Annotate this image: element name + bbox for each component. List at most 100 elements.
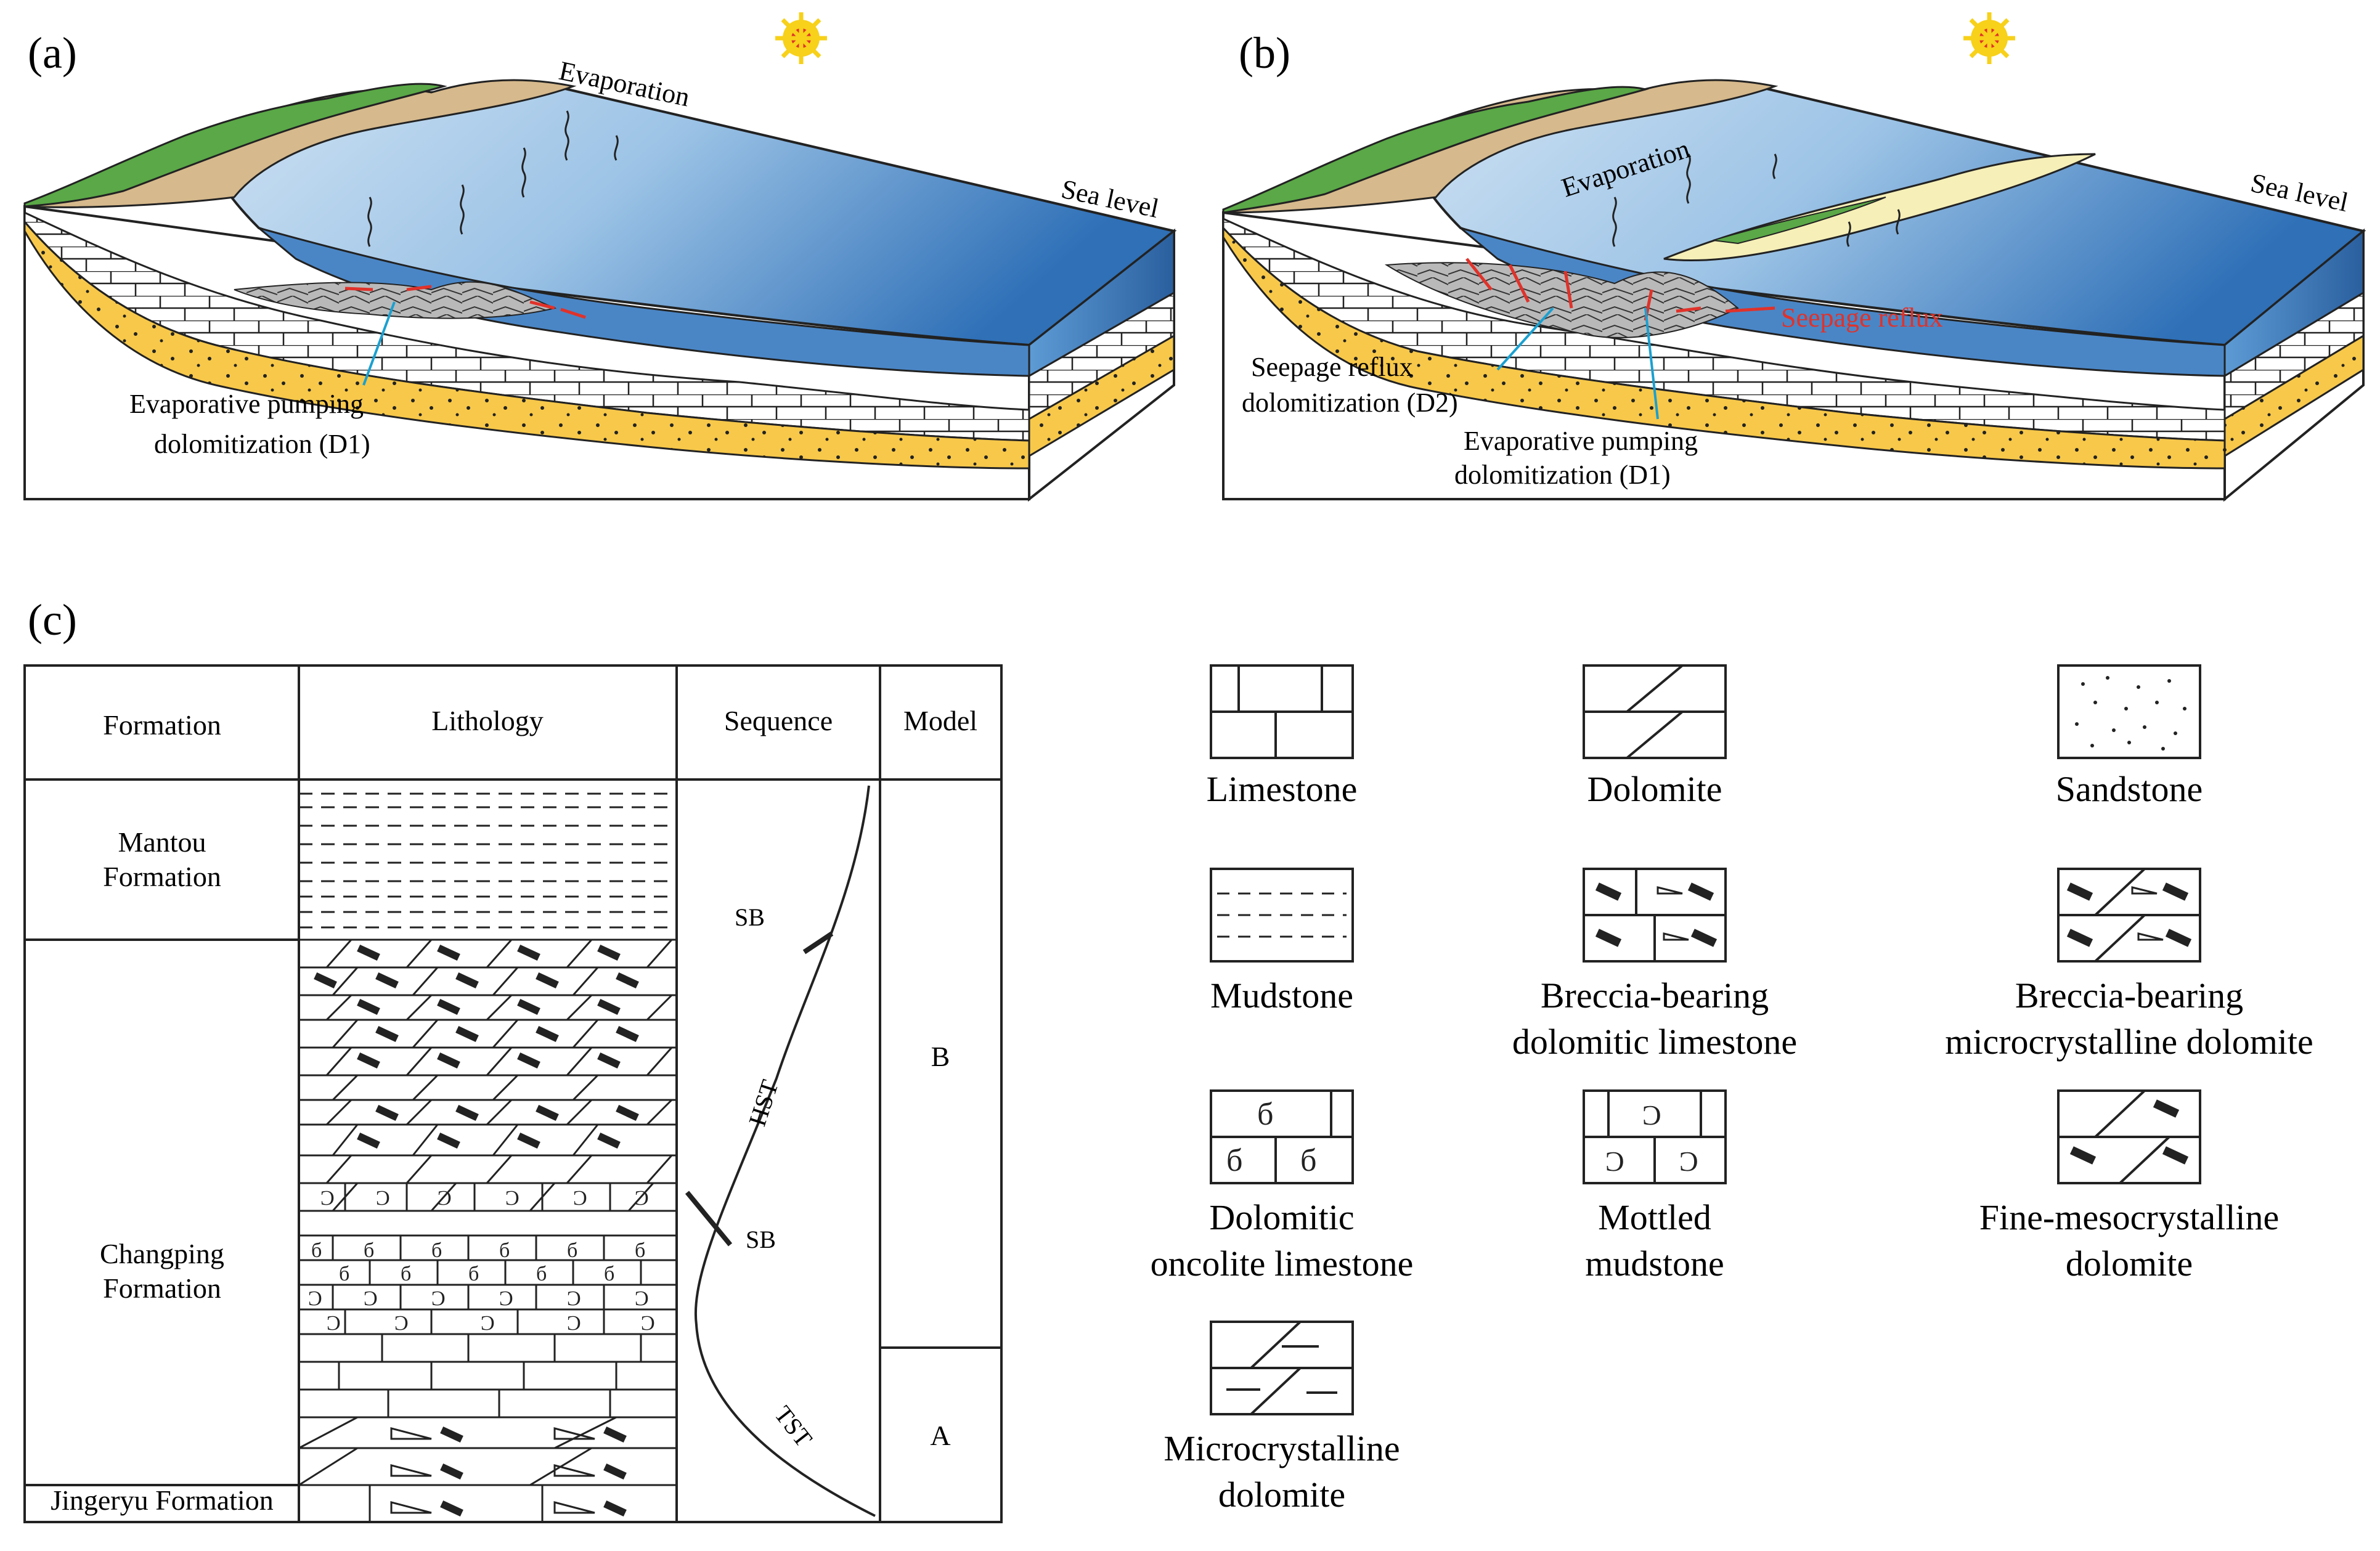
cyan-arrow-a <box>362 301 396 386</box>
svg-text:б: б <box>499 1239 510 1262</box>
legend-breccia-micro-dol-label-1: Breccia-bearing <box>2015 975 2243 1016</box>
legend-mottled-swatch: Ͻ Ͻ Ͻ <box>1583 1089 1727 1184</box>
legend-fine-meso-label-1: Fine-mesocrystalline <box>1979 1197 2279 1237</box>
panel-a-label: (a) <box>28 28 77 78</box>
svg-text:Ͻ: Ͻ <box>1679 1146 1698 1177</box>
svg-text:б: б <box>364 1239 374 1262</box>
sandstone-strata-b <box>1222 226 2226 470</box>
svg-text:б: б <box>431 1239 442 1262</box>
legend-sandstone-swatch <box>2057 664 2201 759</box>
svg-text:б: б <box>635 1239 645 1262</box>
svg-text:Ͻ: Ͻ <box>320 1187 335 1210</box>
header-model: Model <box>903 705 977 736</box>
model-b: B <box>931 1041 950 1072</box>
table-grid <box>25 666 1001 1522</box>
legend-mudstone-label: Mudstone <box>1210 975 1353 1016</box>
panel-b-label: (b) <box>1239 28 1290 78</box>
side-sand-a <box>1028 334 1175 458</box>
svg-text:Ͻ: Ͻ <box>499 1287 513 1310</box>
red-arrows-a <box>344 285 586 319</box>
formation-jingeryu: Jingeryu Formation <box>51 1484 274 1516</box>
sb-upper-label: SB <box>735 903 765 931</box>
svg-text:б: б <box>468 1263 479 1285</box>
oncolite-beds <box>299 1183 677 1391</box>
sandstone-strata-a <box>23 219 1030 470</box>
formation-mantou-1: Mantou <box>118 826 206 858</box>
basal-breccia-marks <box>440 1426 627 1517</box>
evaporation-arrows-b <box>1612 153 1901 247</box>
panel-c: (c) Formation Lithology Sequence Model M… <box>23 595 1003 1523</box>
svg-text:Ͻ: Ͻ <box>641 1312 655 1335</box>
legend-breccia-micro-dol-label-2: microcrystalline dolomite <box>1945 1022 2313 1062</box>
svg-text:Ͻ: Ͻ <box>567 1287 581 1310</box>
svg-text:Ͻ: Ͻ <box>438 1187 452 1210</box>
sb-marker-lower <box>685 1191 733 1247</box>
header-lithology: Lithology <box>431 705 543 736</box>
mudstone-beds <box>299 792 677 929</box>
sb-lower-label: SB <box>746 1226 776 1253</box>
d2-label-2: dolomitization (D2) <box>1242 388 1458 418</box>
seepage-reflux-label-b: Seepage reflux <box>1781 303 1943 333</box>
side-sand-b <box>2223 334 2365 458</box>
breccia-dolomite-beds <box>299 938 677 1184</box>
panel-c-label: (c) <box>28 595 77 645</box>
breccia-marks <box>314 944 639 1149</box>
svg-text:Ͻ: Ͻ <box>364 1287 378 1310</box>
svg-text:Ͻ: Ͻ <box>431 1287 446 1310</box>
svg-text:Ͻ: Ͻ <box>635 1187 649 1210</box>
svg-text:Ͻ: Ͻ <box>308 1287 322 1310</box>
legend-micro-dol-swatch <box>1210 1321 1354 1415</box>
legend-oncolite-label-1: Dolomitic <box>1209 1197 1354 1237</box>
legend-breccia-dol-lime-label-2: dolomitic limestone <box>1512 1022 1797 1062</box>
legend-oncolite-label-2: oncolite limestone <box>1151 1244 1414 1284</box>
legend-micro-dol-label-2: dolomite <box>1218 1475 1345 1515</box>
d1-label-2: dolomitization (D1) <box>1454 460 1671 490</box>
legend-breccia-dol-lime-swatch <box>1583 868 1727 963</box>
legend-fine-meso-label-2: dolomite <box>2066 1244 2193 1284</box>
formation-changping-1: Changping <box>100 1238 224 1269</box>
svg-text:б: б <box>401 1263 411 1285</box>
svg-text:Ͻ: Ͻ <box>1605 1146 1624 1177</box>
svg-text:Ͻ: Ͻ <box>327 1312 341 1335</box>
svg-text:Ͻ: Ͻ <box>635 1287 649 1310</box>
sun-icon <box>775 12 827 64</box>
svg-text:б: б <box>339 1263 349 1285</box>
svg-text:Ͻ: Ͻ <box>376 1187 390 1210</box>
header-formation: Formation <box>103 709 221 741</box>
legend-breccia-dol-lime-label-1: Breccia-bearing <box>1541 975 1769 1016</box>
svg-text:Ͻ: Ͻ <box>394 1312 409 1335</box>
model-a: A <box>930 1420 950 1451</box>
svg-text:б: б <box>1226 1143 1242 1178</box>
legend-mudstone-swatch <box>1210 868 1354 963</box>
legend-micro-dol-label-1: Microcrystalline <box>1164 1428 1400 1468</box>
svg-text:б: б <box>311 1239 322 1262</box>
legend-mottled-label-1: Mottled <box>1598 1197 1711 1237</box>
sea-side-a <box>1028 229 1175 378</box>
basal-beds <box>298 1390 677 1522</box>
sea-side-b <box>2223 229 2365 378</box>
legend-breccia-micro-dol-swatch <box>2057 868 2201 963</box>
strat-table <box>23 664 1003 1523</box>
svg-text:б: б <box>604 1263 614 1285</box>
process-label-a-1: Evaporative pumping <box>129 389 364 419</box>
svg-text:б: б <box>1300 1143 1316 1178</box>
barrier-vegetation-b <box>1713 197 1886 245</box>
svg-text:Ͻ: Ͻ <box>1642 1099 1661 1131</box>
svg-text:Ͻ: Ͻ <box>505 1187 520 1210</box>
dolomite-lens-b <box>1384 262 1739 338</box>
svg-text:Ͻ: Ͻ <box>573 1187 587 1210</box>
svg-text:б: б <box>567 1239 577 1262</box>
evaporation-arrows-a <box>367 110 619 247</box>
formation-mantou-2: Formation <box>103 861 221 892</box>
table-dividers <box>25 938 1001 1486</box>
svg-text:Ͻ: Ͻ <box>567 1312 581 1335</box>
legend-sandstone-label: Sandstone <box>2056 769 2203 809</box>
panel-a: (a) <box>23 12 1177 502</box>
panel-b: (b) <box>1222 12 2366 502</box>
formation-changping-2: Formation <box>103 1272 221 1304</box>
sequence-curve <box>695 785 876 1517</box>
legend-dolomite-swatch <box>1583 664 1727 759</box>
svg-text:б: б <box>536 1263 547 1285</box>
legend-oncolite-swatch: б б б <box>1210 1089 1354 1184</box>
